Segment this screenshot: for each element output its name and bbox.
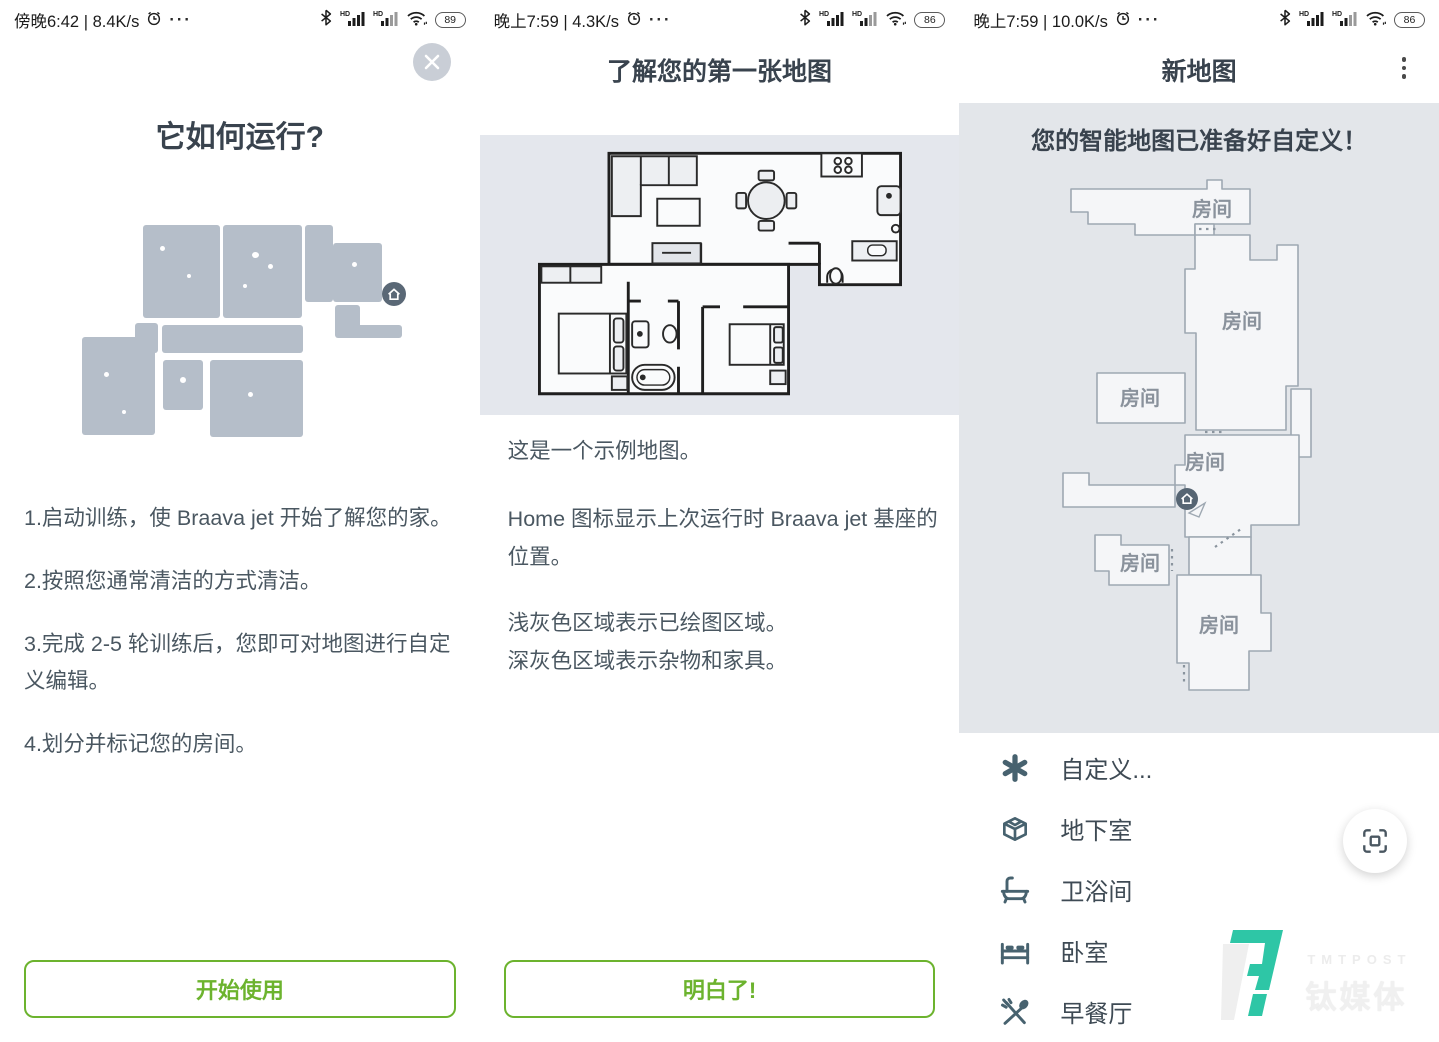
room-type-list: 自定义... 地下室 卫浴间 [959, 737, 1439, 1042]
watermark-en: TMTPOST [1307, 952, 1412, 967]
notification-dots: ··· [1137, 10, 1161, 29]
step-2: 2.按照您通常清洁的方式清洁。 [24, 569, 322, 593]
overflow-menu-icon[interactable] [1391, 53, 1417, 83]
list-item-basement[interactable]: 地下室 [959, 798, 1439, 859]
cell-signal-icon-2: HD [373, 9, 398, 32]
battery-indicator: 89 [434, 12, 466, 28]
svg-text:HD: HD [373, 11, 383, 18]
bathtub-icon [997, 874, 1033, 906]
svg-text:HD: HD [340, 11, 350, 18]
start-using-button[interactable]: 开始使用 [24, 960, 456, 1018]
alarm-clock-icon [1115, 10, 1131, 31]
close-icon [424, 54, 439, 70]
smart-map-panel: 您的智能地图已准备好自定义！ [959, 103, 1439, 733]
page-title: 了解您的第一张地图 [607, 58, 833, 86]
smart-map[interactable]: 房间 房间 房间 房间 房间 房间 [959, 173, 1439, 733]
wifi-icon [885, 9, 907, 31]
para-light-gray: 浅灰色区域表示已绘图区域。 [507, 611, 788, 635]
status-bar: 晚上7:59 | 4.3K/s ··· HD [480, 0, 960, 40]
home-base-icon [382, 282, 406, 306]
bluetooth-icon [1279, 9, 1291, 31]
para-dark-gray: 深灰色区域表示杂物和家具。 [507, 649, 788, 673]
svg-text:HD: HD [852, 11, 862, 18]
watermark-cn: 钛媒体 [1305, 980, 1408, 1015]
instruction-steps: 1.启动训练，使 Braava jet 开始了解您的家。 2.按照您通常清洁的方… [24, 500, 462, 789]
asterisk-icon [997, 753, 1033, 783]
cell-signal-icon: HD [1299, 9, 1324, 32]
screen-new-map: 晚上7:59 | 10.0K/s ··· HD [959, 0, 1439, 1042]
status-bar: 傍晚6:42 | 8.4K/s ··· HD [0, 0, 480, 40]
recenter-map-button[interactable] [1343, 809, 1408, 873]
list-item-bathroom[interactable]: 卫浴间 [959, 859, 1439, 920]
map-ready-heading: 您的智能地图已准备好自定义！ [1031, 128, 1368, 155]
room-label: 房间 [1192, 197, 1232, 221]
alarm-clock-icon [626, 10, 642, 31]
list-item-label: 卫浴间 [1060, 879, 1133, 906]
sample-map-panel [479, 135, 960, 415]
wifi-icon [406, 9, 427, 31]
center-focus-icon [1363, 829, 1387, 853]
room-label: 房间 [1222, 309, 1262, 333]
page-title: 它如何运行? [155, 121, 324, 154]
bluetooth-icon [799, 9, 811, 31]
status-time-speed: 晚上7:59 | 10.0K/s [973, 13, 1108, 31]
list-item-label: 地下室 [1060, 818, 1133, 845]
status-time-speed: 傍晚6:42 | 8.4K/s [14, 13, 140, 31]
notification-dots: ··· [649, 10, 672, 29]
svg-text:HD: HD [819, 11, 829, 18]
basement-box-icon [997, 813, 1033, 845]
cell-signal-icon: HD [819, 9, 844, 32]
step-1: 1.启动训练，使 Braava jet 开始了解您的家。 [24, 506, 452, 530]
status-bar: 晚上7:59 | 10.0K/s ··· HD [959, 0, 1439, 40]
got-it-button[interactable]: 明白了! [503, 960, 936, 1018]
svg-text:HD: HD [1332, 11, 1342, 18]
cell-signal-icon-2: HD [852, 9, 877, 32]
step-4: 4.划分并标记您的房间。 [24, 732, 257, 756]
room-label: 房间 [1199, 613, 1239, 637]
list-item-bedroom[interactable]: 卧室 [959, 920, 1439, 981]
para-home-icon: Home 图标显示上次运行时 Braava jet 基座的位置。 [507, 507, 938, 569]
list-item-label: 早餐厅 [1060, 1001, 1133, 1028]
close-button[interactable] [412, 43, 451, 81]
wifi-icon [1365, 9, 1386, 31]
step-3: 3.完成 2-5 轮训练后，您即可对地图进行自定义编辑。 [24, 632, 451, 693]
cell-signal-icon: HD [340, 9, 365, 32]
map-explanation: 这是一个示例地图。 Home 图标显示上次运行时 Braava jet 基座的位… [508, 432, 942, 680]
tmtpost-logo-icon [1221, 930, 1284, 1020]
svg-text:HD: HD [1299, 11, 1309, 18]
alarm-clock-icon [146, 10, 162, 31]
training-map-illustration [0, 212, 480, 457]
bluetooth-icon [320, 9, 332, 31]
room-label: 房间 [1185, 450, 1225, 474]
list-item-label: 自定义... [1060, 757, 1153, 784]
bed-icon [997, 935, 1033, 967]
home-base-icon [1176, 488, 1207, 518]
screen-first-map: 晚上7:59 | 4.3K/s ··· HD [479, 0, 960, 1042]
page-title: 新地图 [1161, 58, 1237, 86]
battery-indicator: 86 [914, 12, 946, 28]
room-label: 房间 [1120, 386, 1160, 410]
battery-indicator: 86 [1394, 12, 1426, 28]
para-sample: 这是一个示例地图。 [507, 439, 702, 463]
room-label: 房间 [1120, 551, 1160, 575]
tmtpost-watermark: TMTPOST 钛媒体 [1221, 928, 1431, 1038]
status-time-speed: 晚上7:59 | 4.3K/s [493, 13, 620, 31]
utensils-icon [997, 996, 1033, 1028]
cell-signal-icon-2: HD [1332, 9, 1357, 32]
list-item-breakfast[interactable]: 早餐厅 [959, 981, 1439, 1042]
list-item-label: 卧室 [1060, 940, 1109, 967]
notification-dots: ··· [169, 10, 192, 29]
screen-how-it-works: 傍晚6:42 | 8.4K/s ··· HD [0, 0, 480, 1042]
list-item-customize[interactable]: 自定义... [959, 737, 1439, 798]
sample-floorplan [537, 151, 902, 396]
